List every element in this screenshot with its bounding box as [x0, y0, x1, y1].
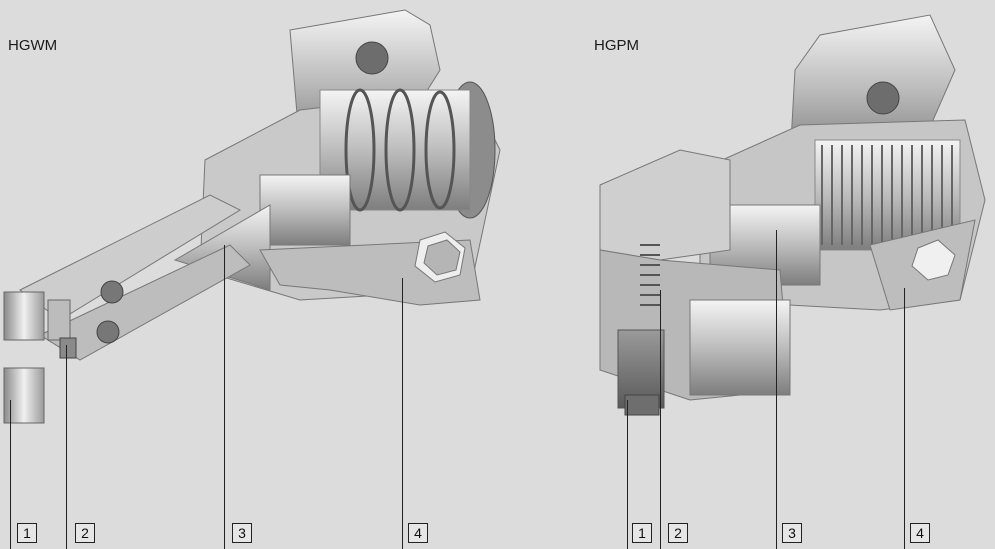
leader-line — [402, 278, 403, 549]
callout-4: 4 — [408, 523, 428, 543]
leader-line — [10, 400, 11, 549]
leader-line — [776, 230, 777, 549]
callout-1: 1 — [17, 523, 37, 543]
title-hgwm: HGWM — [8, 37, 58, 54]
title-hgpm: HGPM — [594, 37, 639, 54]
hgpm-gripper-drawing — [599, 14, 986, 416]
leader-line — [66, 345, 67, 549]
callout-2: 2 — [75, 523, 95, 543]
leader-line — [660, 290, 661, 549]
hgwm-gripper-drawing — [3, 9, 501, 424]
callout-3: 3 — [782, 523, 802, 543]
callout-1: 1 — [632, 523, 652, 543]
leader-line — [224, 245, 225, 549]
callout-4: 4 — [910, 523, 930, 543]
callout-2: 2 — [668, 523, 688, 543]
leader-line — [904, 288, 905, 549]
leader-line — [627, 400, 628, 549]
callout-3: 3 — [232, 523, 252, 543]
